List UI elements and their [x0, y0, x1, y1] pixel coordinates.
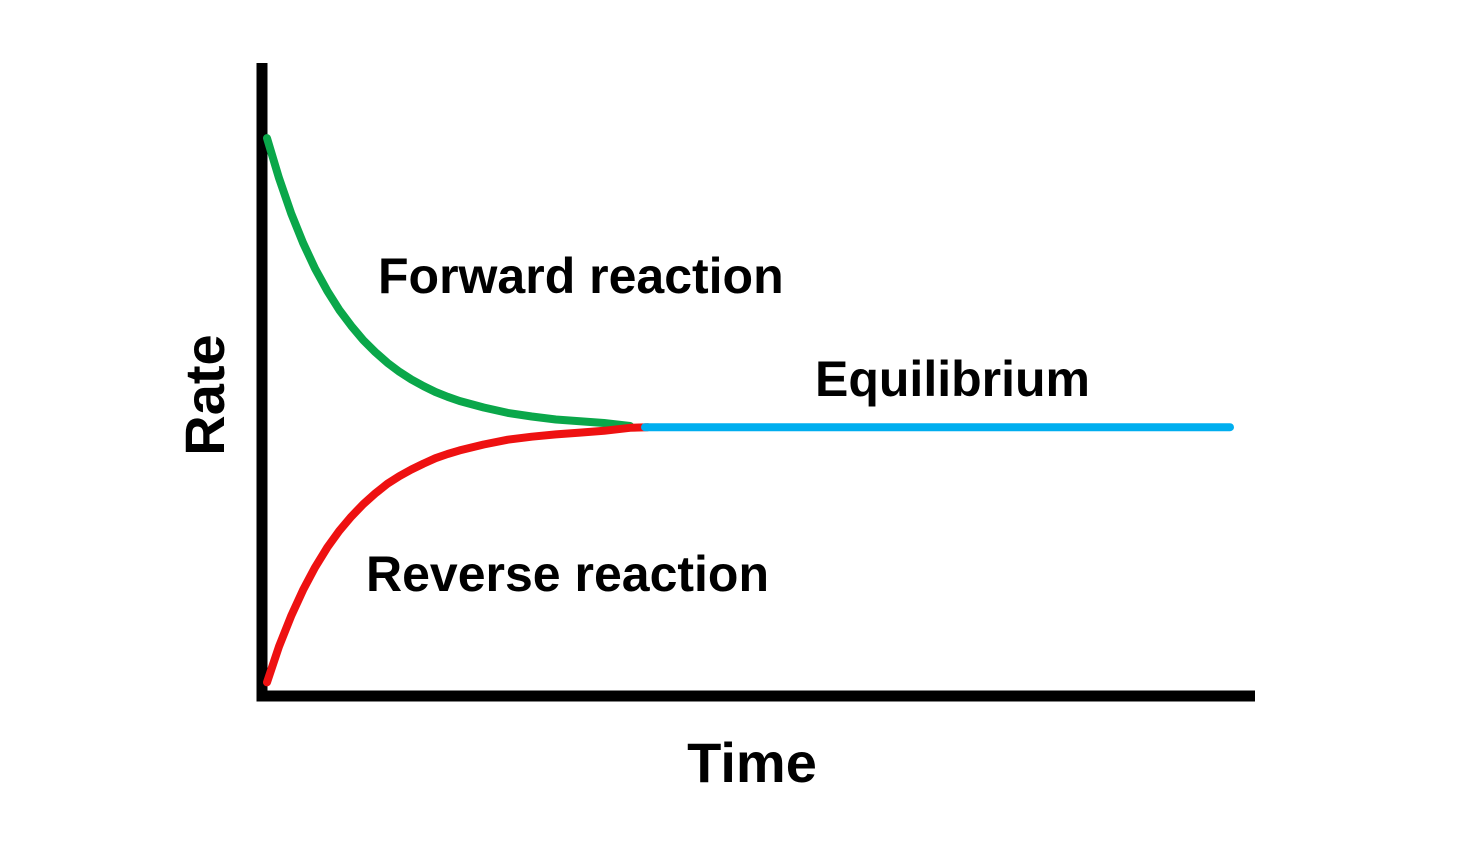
x-axis-title: Time	[687, 731, 817, 794]
reverse-reaction-curve	[263, 423, 652, 687]
series-group	[263, 134, 1234, 687]
reverse-reaction-label: Reverse reaction	[366, 546, 770, 602]
forward-reaction-label: Forward reaction	[378, 248, 784, 304]
forward-reaction-curve	[263, 134, 635, 430]
equilibrium-label: Equilibrium	[815, 351, 1090, 407]
y-axis-title: Rate	[173, 334, 236, 456]
